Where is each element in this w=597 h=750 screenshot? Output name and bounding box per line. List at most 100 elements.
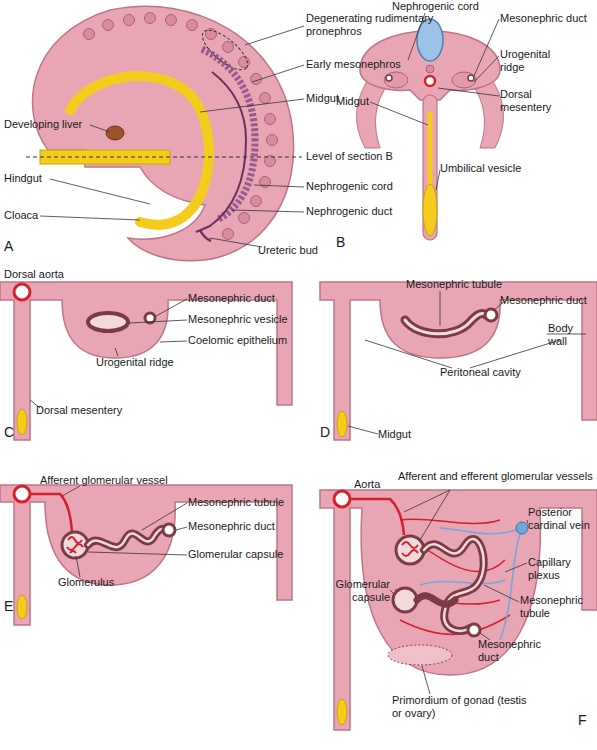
nephrogenic-duct: [196, 72, 246, 232]
callout-label: Capillary plexus: [528, 556, 593, 581]
pronephros-outline: [196, 24, 253, 77]
somite: [103, 20, 114, 31]
midgut: [337, 411, 347, 437]
mesonephric-tubule: [424, 539, 484, 631]
callout-label: Mesonephric duct: [500, 294, 597, 307]
callout-label: Primordium of gonad (testis or ovary): [392, 694, 532, 719]
leader-line: [76, 556, 80, 577]
callout-label: Dorsal mesentery: [36, 404, 146, 417]
leader-line: [422, 666, 430, 694]
dorsal-mesentery: [423, 95, 437, 240]
gonad-primordium: [388, 645, 452, 665]
panel-letter: D: [320, 424, 340, 440]
embryo-body: [33, 6, 294, 261]
posterior-cardinal-vein: [516, 522, 528, 534]
leader-line: [505, 563, 527, 572]
primitive-gut: [70, 76, 209, 225]
panel-letter: A: [4, 238, 24, 254]
tubule-lumen: [88, 529, 165, 547]
leader-line: [142, 503, 187, 530]
callout-label: Afferent and efferent glomerular vessels: [398, 470, 597, 483]
glomerular-capsule: [396, 536, 424, 564]
callout-label: Afferent glomerular vessel: [40, 474, 190, 487]
somite: [260, 93, 271, 104]
somite: [267, 135, 278, 146]
leader-line: [420, 490, 450, 540]
callout-label: Body wall: [548, 322, 593, 347]
glomerular-capsule: [393, 588, 417, 612]
ureteric-bud: [200, 230, 211, 241]
somite: [251, 196, 262, 207]
leader-line: [160, 341, 187, 342]
callout-label: Midgut: [378, 428, 438, 441]
notochord: [426, 65, 434, 73]
midgut: [428, 112, 433, 190]
liver: [106, 126, 124, 140]
leader-line: [200, 99, 304, 112]
section-tissue: [320, 490, 597, 730]
panel-letter: B: [336, 234, 356, 250]
mesonephric-duct: [468, 75, 474, 81]
nephrogenic-cord: [202, 49, 255, 220]
glomerulus: [402, 542, 418, 556]
leader-line: [438, 88, 499, 96]
leader-line: [436, 170, 440, 190]
aorta: [14, 486, 30, 502]
section-line: [26, 157, 302, 158]
tubule-lumen: [405, 313, 486, 333]
leader-line: [245, 26, 304, 45]
afferent-vessel: [30, 494, 72, 532]
dorsal-aorta: [14, 284, 30, 300]
callout-label: Coelomic epithelium: [188, 334, 298, 347]
somite: [265, 114, 276, 125]
callout-label: Hindgut: [4, 172, 74, 185]
mesonephric-tubule: [405, 313, 486, 333]
leader-line: [370, 102, 428, 125]
callout-label: Mesonephric duct: [188, 292, 298, 305]
urogenital-ridge: [384, 72, 408, 88]
callout-label: Mesonephric tubule: [520, 594, 597, 619]
callout-label: Level of section B: [306, 150, 446, 163]
somite: [223, 229, 234, 240]
capillary-plexus: [395, 519, 510, 634]
callout-label: Glomerular capsule: [188, 548, 298, 561]
aorta: [425, 76, 435, 86]
urogenital-ridge: [452, 72, 476, 88]
panel-letter: E: [4, 598, 24, 614]
somite: [187, 20, 198, 31]
leader-line: [232, 210, 304, 212]
midgut: [17, 595, 27, 619]
mesonephric-duct: [485, 309, 497, 321]
leader-line: [252, 65, 304, 82]
leader-line: [129, 320, 187, 323]
leader-line: [115, 348, 118, 356]
leader-line: [365, 340, 452, 368]
leader-line: [440, 291, 441, 326]
callout-label: Midgut: [336, 95, 396, 108]
somite: [223, 42, 234, 53]
callout-label: Dorsal mesentery: [500, 88, 570, 113]
midgut: [337, 699, 347, 725]
leader-line: [348, 426, 378, 434]
callout-label: Mesonephric tubule: [406, 278, 526, 291]
callout-label: Nephrogenic cord: [392, 0, 512, 13]
mesonephric-duct: [163, 524, 175, 536]
mesonephric-duct: [468, 624, 480, 636]
leader-line: [50, 179, 150, 204]
mesonephric-tubule: [88, 529, 165, 547]
tubule-lumen: [424, 539, 484, 631]
callout-label: Mesonephric duct: [188, 520, 298, 533]
callout-label: Urogenital ridge: [500, 48, 570, 73]
leader-line: [474, 19, 499, 76]
leader-line: [62, 486, 80, 496]
mesonephric-vesicle: [88, 313, 128, 331]
section-tissue: [0, 282, 292, 440]
callout-label: Mesonephric vesicle: [188, 313, 298, 326]
callout-label: Posterior cardinal vein: [528, 506, 593, 531]
leader-line: [474, 56, 499, 82]
somite: [251, 74, 262, 85]
callout-label: Glomerulus: [58, 576, 138, 589]
panel-letter: F: [578, 712, 597, 728]
callout-label: Glomerular capsule: [320, 578, 390, 603]
